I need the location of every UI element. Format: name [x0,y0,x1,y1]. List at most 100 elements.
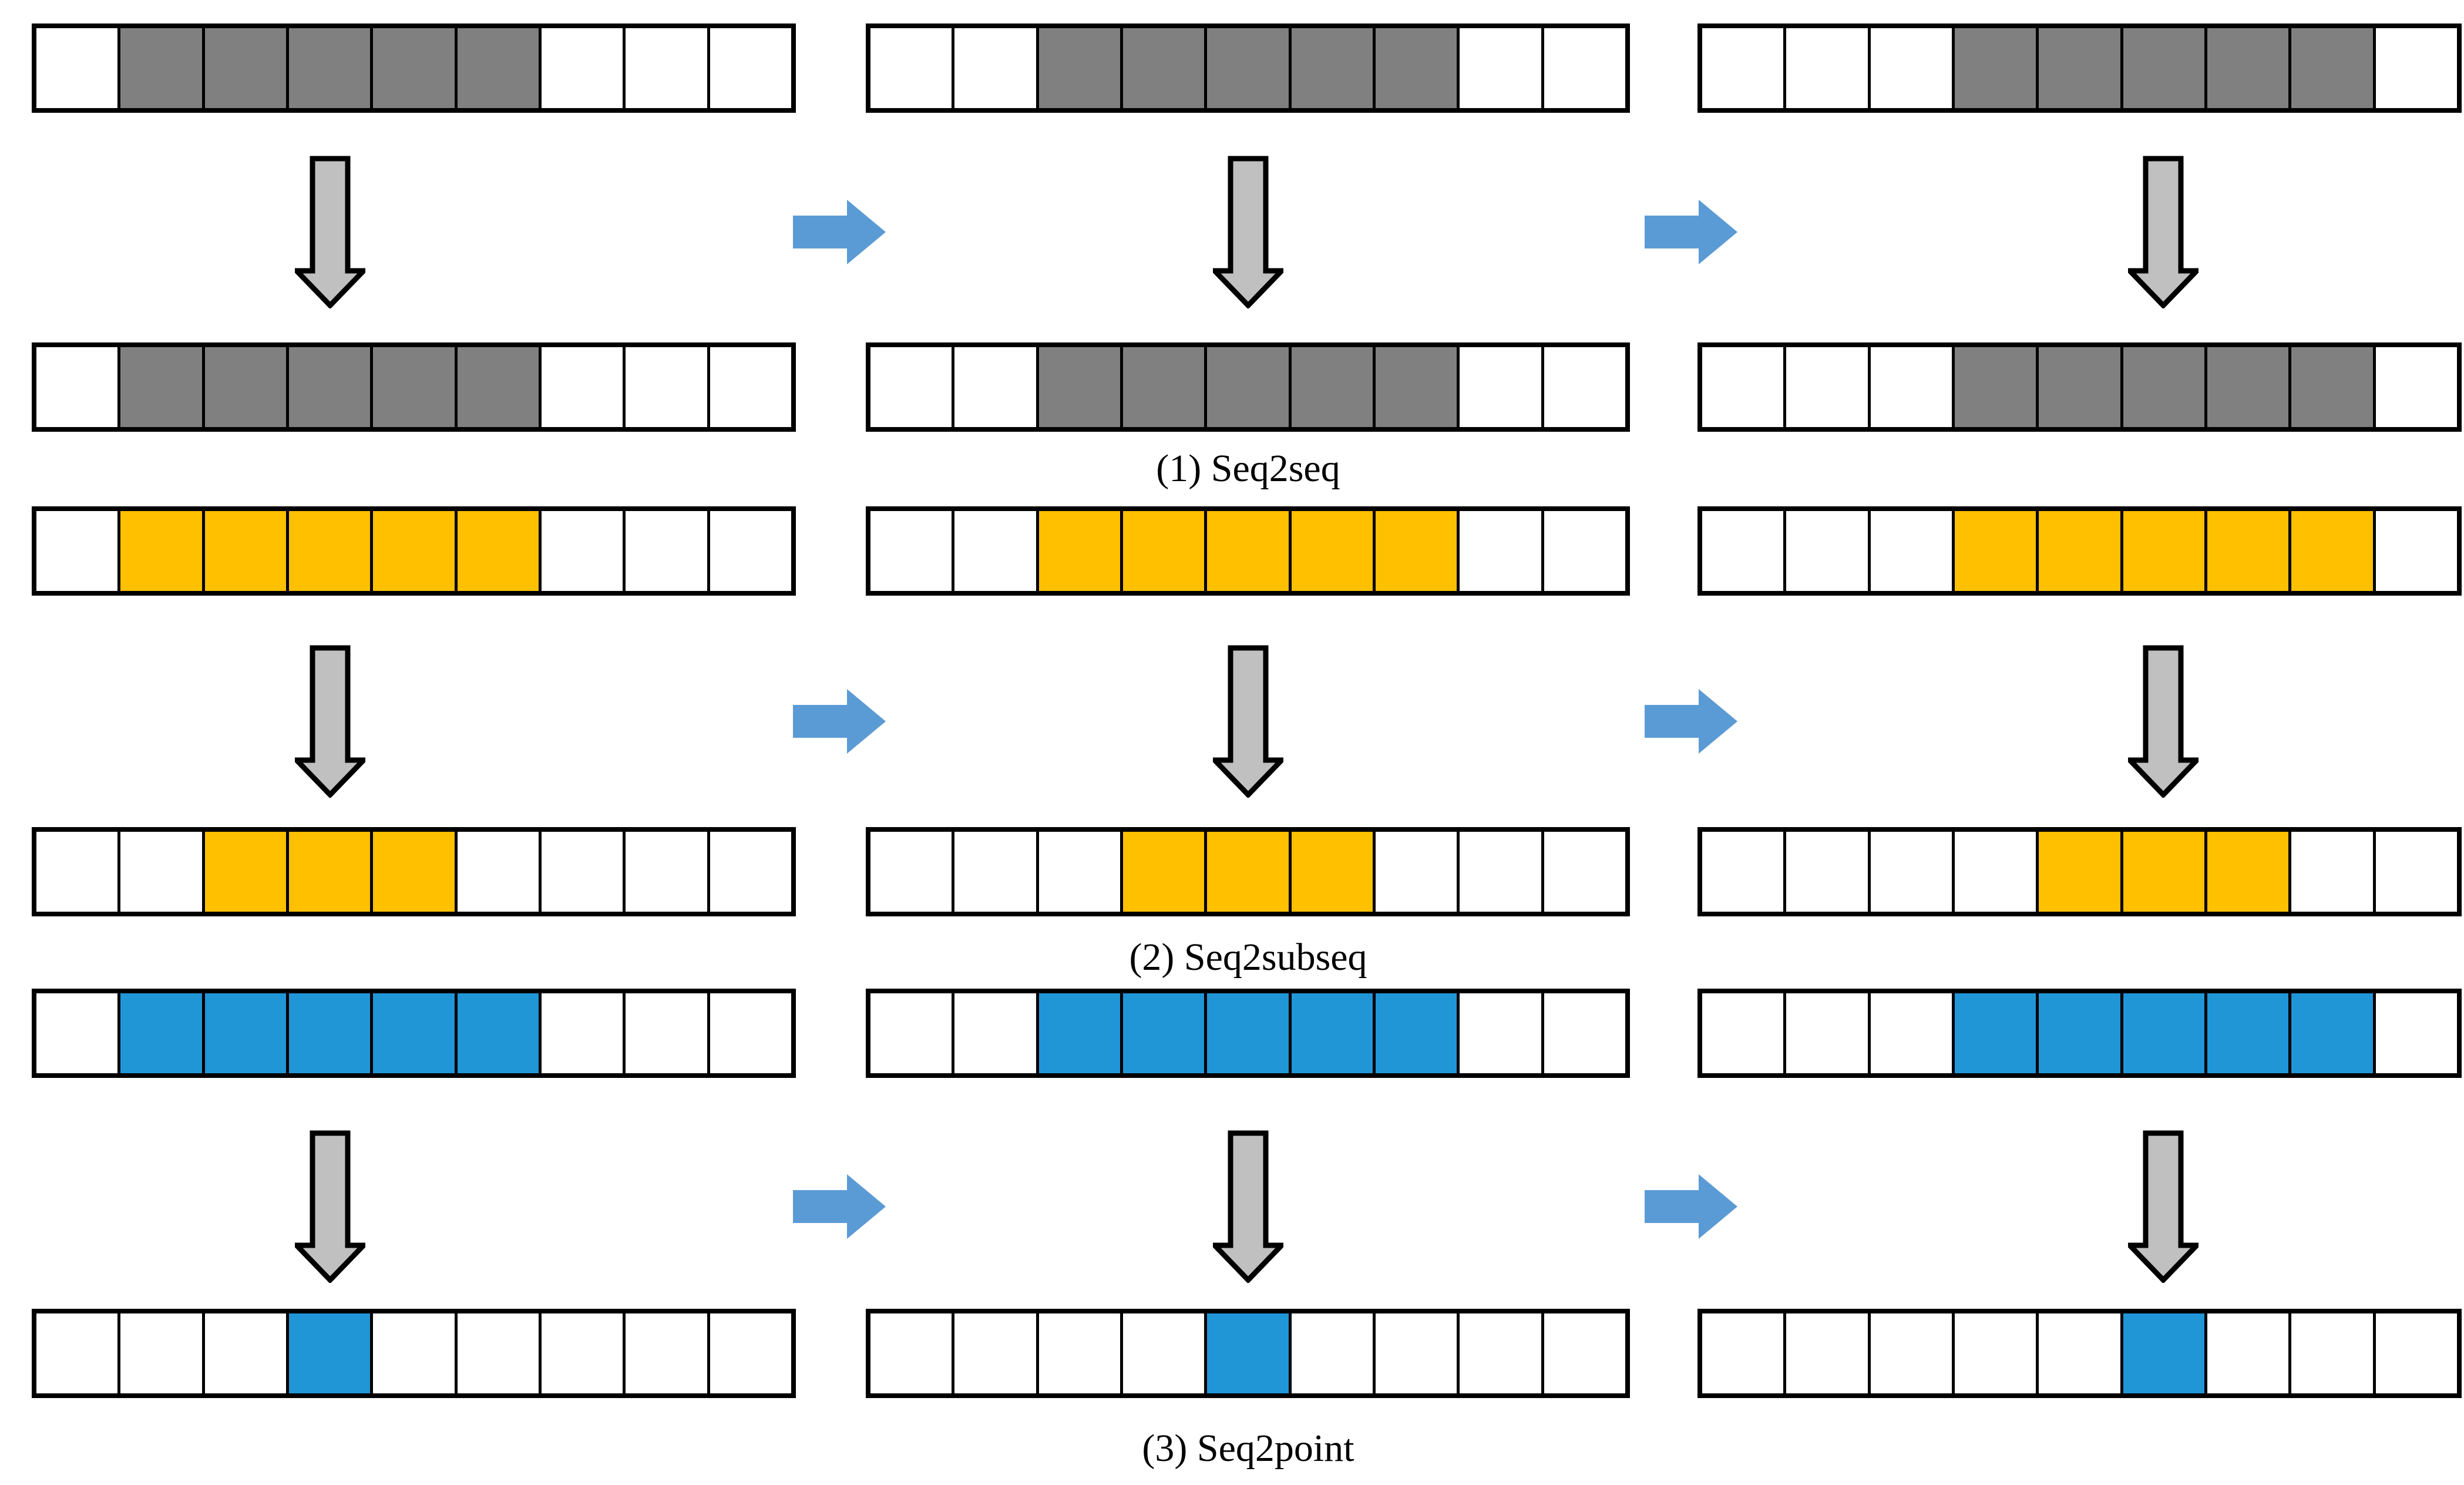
filled-cell [1120,511,1205,591]
empty-cell [2372,347,2457,427]
filled-cell [1372,993,1457,1073]
seq2point-output-strip-1 [32,1309,796,1398]
empty-cell [1457,347,1541,427]
down-arrow-icon [1208,1130,1288,1284]
empty-cell [1867,511,1952,591]
filled-cell [2036,993,2120,1073]
empty-cell [36,347,117,427]
method-label-seq2subseq: (2) Seq2subseq [1129,936,1367,979]
seq2subseq-input-strip-1 [32,506,796,596]
empty-cell [36,993,117,1073]
empty-cell [538,1313,623,1393]
empty-cell [2288,1313,2372,1393]
filled-cell [1288,832,1373,912]
empty-cell [1541,511,1625,591]
empty-cell [870,28,952,108]
filled-cell [1120,347,1205,427]
seq2point-input-strip-1 [32,989,796,1078]
right-arrow-icon [1645,688,1739,755]
seq2subseq-output-strip-2 [866,827,1630,916]
empty-cell [1120,1313,1204,1393]
down-arrow-icon [2123,645,2203,799]
filled-cell [1204,993,1289,1073]
filled-cell [454,511,539,591]
empty-cell [2288,832,2372,912]
empty-cell [623,1313,707,1393]
filled-cell [1372,511,1457,591]
filled-cell [285,1313,371,1393]
filled-cell [454,347,539,427]
filled-cell [285,832,371,912]
empty-cell [1783,28,1867,108]
filled-cell [2288,347,2373,427]
empty-cell [1457,993,1541,1073]
filled-cell [1204,28,1289,108]
filled-cell [1372,28,1457,108]
down-arrow-icon [290,1130,370,1284]
filled-cell [2204,347,2289,427]
empty-cell [1783,832,1867,912]
empty-cell [1036,1313,1120,1393]
empty-cell [36,1313,117,1393]
empty-cell [538,347,623,427]
right-arrow-icon [1645,199,1739,266]
seq2subseq-input-strip-3 [1697,506,2462,596]
empty-cell [1541,832,1625,912]
filled-cell [2036,832,2120,912]
filled-cell [370,511,455,591]
empty-cell [1457,28,1541,108]
filled-cell [2120,832,2204,912]
filled-cell [1120,993,1205,1073]
filled-cell [370,993,455,1073]
filled-cell [1951,511,2036,591]
filled-cell [2204,511,2289,591]
empty-cell [1951,1313,2036,1393]
empty-cell [870,1313,952,1393]
empty-cell [952,1313,1036,1393]
down-arrow-icon [290,156,370,310]
filled-cell [2204,832,2289,912]
filled-cell [285,347,371,427]
empty-cell [1288,1313,1373,1393]
empty-cell [1867,832,1952,912]
down-arrow-icon [2123,1130,2203,1284]
empty-cell [117,832,201,912]
filled-cell [1288,347,1373,427]
filled-cell [1204,511,1289,591]
filled-cell [2204,28,2289,108]
seq2subseq-input-strip-2 [866,506,1630,596]
filled-cell [2036,347,2120,427]
empty-cell [538,832,623,912]
empty-cell [1372,1313,1457,1393]
filled-cell [285,993,371,1073]
seq2seq-output-strip-1 [32,342,796,432]
empty-cell [870,511,952,591]
right-arrow-icon [793,1173,887,1240]
filled-cell [2036,511,2120,591]
down-arrow-icon [2123,156,2203,310]
filled-cell [1036,511,1120,591]
seq2seq-output-strip-2 [866,342,1630,432]
filled-cell [117,993,202,1073]
empty-cell [1702,347,1783,427]
empty-cell [1702,511,1783,591]
filled-cell [2120,511,2204,591]
empty-cell [707,1313,791,1393]
filled-cell [1036,993,1120,1073]
filled-cell [454,993,539,1073]
filled-cell [2120,1313,2204,1393]
filled-cell [285,28,371,108]
filled-cell [454,28,539,108]
empty-cell [538,511,623,591]
seq2point-output-strip-3 [1697,1309,2462,1398]
empty-cell [2372,28,2457,108]
filled-cell [285,511,371,591]
filled-cell [1120,832,1205,912]
empty-cell [707,832,791,912]
empty-cell [1783,1313,1867,1393]
empty-cell [370,1313,454,1393]
right-arrow-icon [793,199,887,266]
empty-cell [2204,1313,2288,1393]
empty-cell [623,511,707,591]
empty-cell [2036,1313,2120,1393]
